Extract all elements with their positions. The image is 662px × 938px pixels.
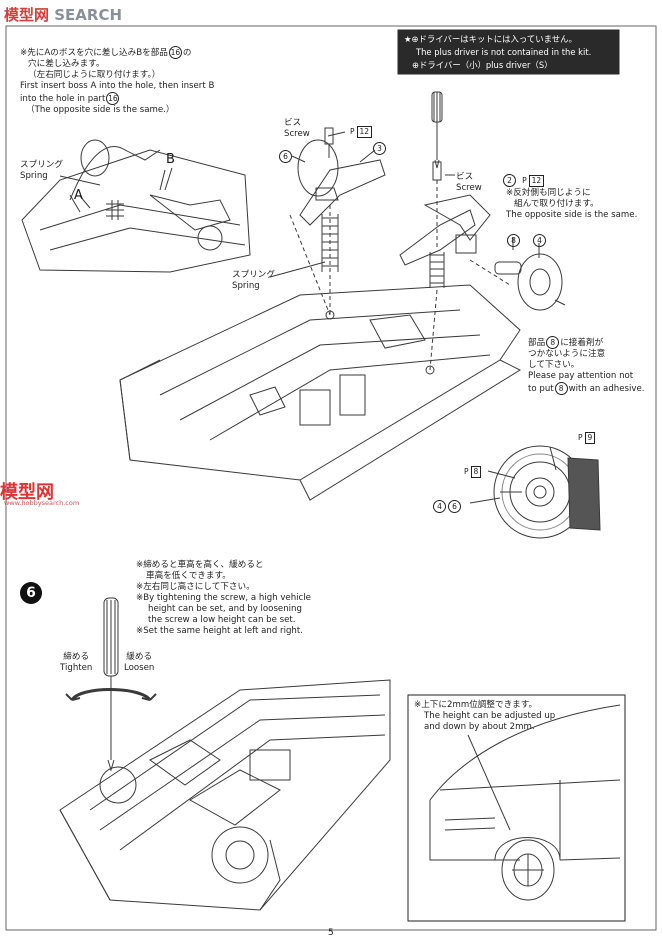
left-suspension-sketch <box>21 139 251 273</box>
part-6-label: 6 <box>278 146 293 165</box>
center-upper-arm <box>297 127 386 226</box>
height-adjust-note: ※上下に2mm位調整できます。 The height can be adjust… <box>414 700 556 732</box>
spring-label-left: スプリング Spring <box>20 160 63 181</box>
boss-b-label: B <box>166 152 175 167</box>
watermark-logo: 模型网 SEARCH <box>4 4 122 25</box>
leader-lines <box>59 131 557 831</box>
boss-a-label: A <box>74 188 83 203</box>
opposite-side-note: ※反対側も同じように 組んで取り付けます。 The opposite side … <box>506 188 638 220</box>
part-circle: 16 <box>168 46 182 59</box>
page-frame <box>5 25 657 931</box>
plus-icon: ⊕ <box>411 34 419 44</box>
loosen-label: 緩める Loosen <box>124 652 155 673</box>
watermark-cn-side: 模型网 <box>0 482 54 503</box>
center-chassis <box>119 284 522 501</box>
bottom-chassis <box>59 679 391 911</box>
watermark-side: 模型网 <box>0 478 54 504</box>
page-number: 5 <box>328 928 334 938</box>
guide-lines <box>289 180 511 371</box>
center-springs <box>321 214 445 288</box>
step6-screwdriver <box>65 597 157 772</box>
top-screwdriver <box>431 91 443 169</box>
spring-label-center: スプリング Spring <box>232 270 275 291</box>
tighten-label: 締める Tighten <box>60 652 93 673</box>
part-circle: 16 <box>106 92 120 105</box>
height-box-car <box>429 704 621 901</box>
screw-label-top: ビス Screw <box>284 118 310 139</box>
plus-icon: ⊕ <box>412 60 420 70</box>
part-4-label: 4 <box>532 230 547 249</box>
watermark-search: SEARCH <box>54 6 123 24</box>
center-right-arm <box>399 161 491 266</box>
driver-note-box <box>397 29 620 75</box>
brake-disc <box>493 445 601 539</box>
height-box-frame <box>407 694 626 922</box>
hub-rotor <box>494 253 566 311</box>
watermark-cn: 模型网 <box>4 6 50 24</box>
screw-label-right: ビス Screw <box>456 172 482 193</box>
part-8-label: 8 <box>506 230 521 249</box>
step6-note: ※締めると車高を高く、緩めると 車高を低くできます。 ※左右同じ高さにして下さい… <box>136 560 311 636</box>
driver-note: ★⊕ドライバーはキットには入っていません。 The plus driver is… <box>404 34 592 70</box>
part-3-label: 3 <box>372 138 387 157</box>
step-number-badge: 6 <box>20 582 42 604</box>
watermark-domain: www.hobbysearch.com <box>4 499 80 507</box>
